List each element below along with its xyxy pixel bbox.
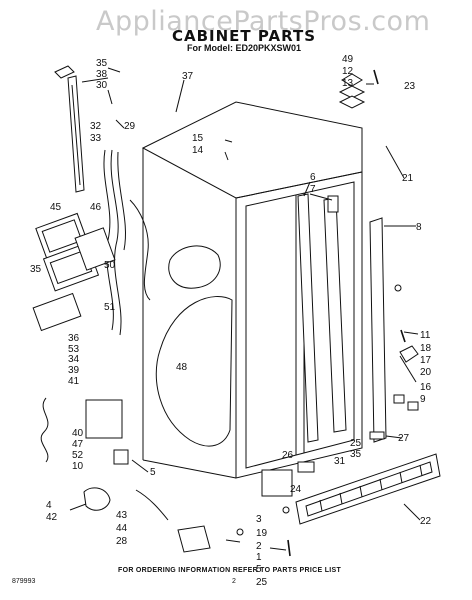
callout-12: 12 [342,66,354,77]
callout-17: 17 [420,355,432,366]
callout-23: 23 [404,81,416,92]
callout-25: 25 [350,438,362,449]
callout-5: 5 [256,564,262,575]
callout-29: 29 [124,121,136,132]
callout-28: 28 [116,536,128,547]
left-hinge-strip [54,65,85,193]
document-id: 879993 [12,578,36,585]
callout-53: 53 [68,344,80,355]
callout-52: 52 [72,450,84,461]
callout-34: 34 [68,354,80,365]
callout-51: 51 [104,302,116,313]
callout-42: 42 [46,512,58,523]
leader-lines [69,67,421,551]
ordering-footer: FOR ORDERING INFORMATION REFER TO PARTS … [118,567,342,574]
callout-3: 3 [256,514,262,525]
callout-13: 13 [342,78,354,89]
callout-35: 35 [96,58,108,69]
door-channels [297,193,387,443]
model-line: For Model: ED20PKXSW01 [187,43,302,53]
callout-20: 20 [420,367,432,378]
callout-36: 36 [68,333,80,344]
callout-8: 8 [416,222,422,233]
callout-31: 31 [334,456,346,467]
callout-1: 1 [256,552,262,563]
callout-49: 49 [342,54,354,65]
callout-26: 26 [282,450,294,461]
callout-35: 35 [350,449,362,460]
bottom-left-parts [40,397,211,553]
callout-7: 7 [310,184,316,195]
control-panel-assembly [32,212,116,332]
cabinet-shell [129,101,363,479]
callout-43: 43 [116,510,128,521]
callout-38: 38 [96,69,108,80]
callout-2: 2 [256,541,262,552]
callout-24: 24 [290,484,302,495]
watermark: AppliancePartsPros.com [96,6,431,37]
callout-33: 33 [90,133,102,144]
callout-45: 45 [50,202,62,213]
top-hinge-parts [338,69,379,109]
bottom-center-parts [236,461,315,557]
callout-35: 35 [30,264,42,275]
page-number: 2 [232,578,236,585]
callout-25: 25 [256,577,268,588]
callout-48: 48 [176,362,188,373]
callout-47: 47 [72,439,84,450]
callout-40: 40 [72,428,84,439]
callout-9: 9 [420,394,426,405]
toe-grille [295,453,441,525]
diagram-title: CABINET PARTS [172,27,317,45]
callout-27: 27 [398,433,410,444]
callout-37: 37 [182,71,194,82]
callout-41: 41 [68,376,80,387]
callout-39: 39 [68,365,80,376]
callout-10: 10 [72,461,84,472]
callout-32: 32 [90,121,102,132]
callout-5: 5 [150,467,156,478]
callout-16: 16 [420,382,432,393]
callout-21: 21 [402,173,414,184]
callout-4: 4 [46,500,52,511]
callout-46: 46 [90,202,102,213]
callout-15: 15 [192,133,204,144]
callout-14: 14 [192,145,204,156]
callout-30: 30 [96,80,108,91]
callout-11: 11 [420,330,431,341]
callout-18: 18 [420,343,432,354]
callout-22: 22 [420,516,432,527]
right-hardware [369,284,419,440]
callout-50: 50 [104,260,116,271]
callout-19: 19 [256,528,268,539]
callout-44: 44 [116,523,128,534]
callout-6: 6 [310,172,316,183]
